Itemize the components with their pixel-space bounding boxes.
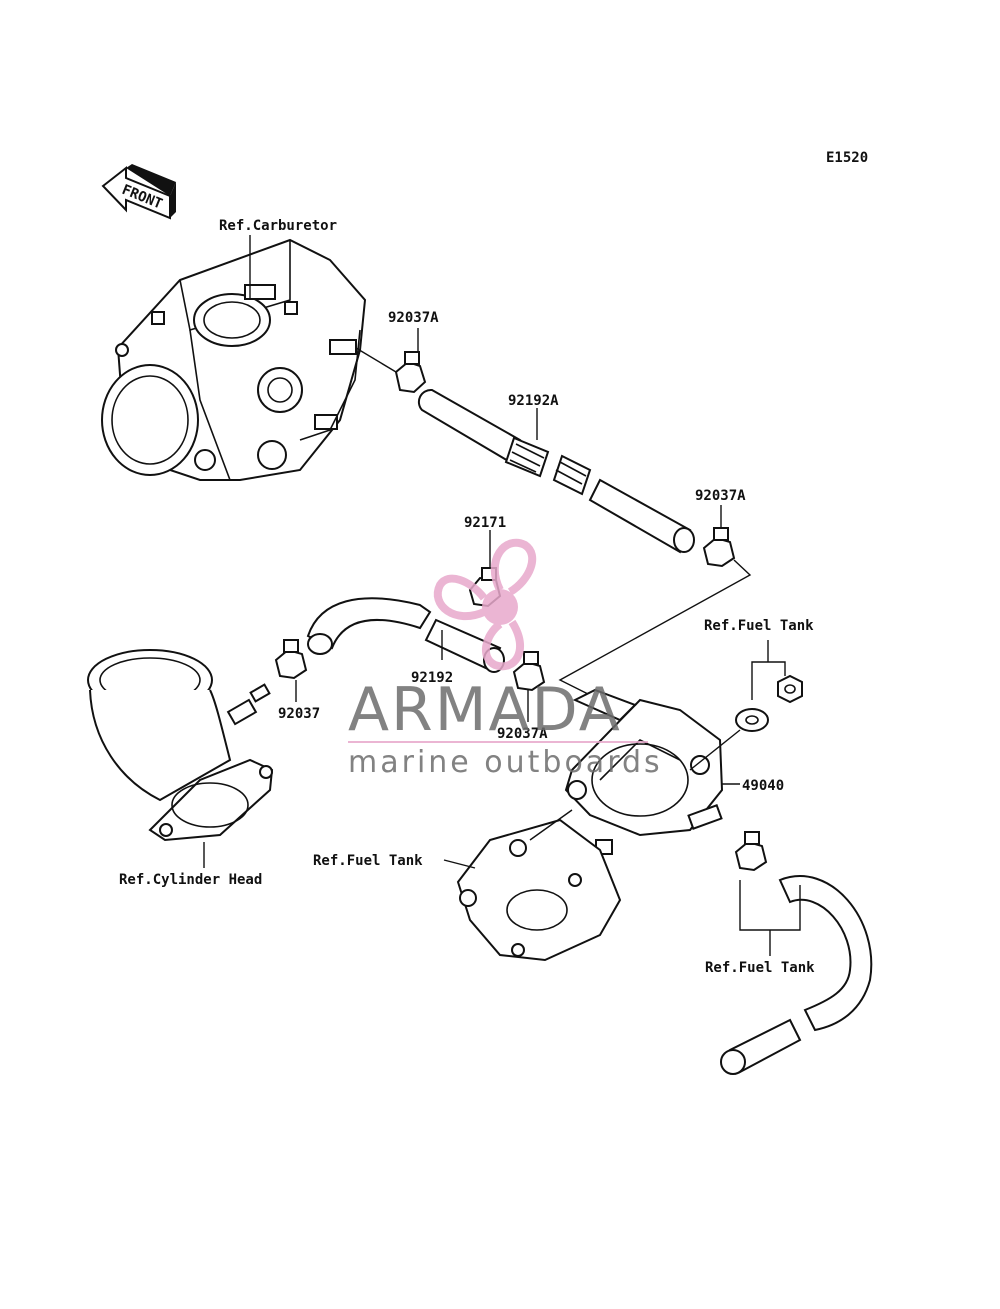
watermark-subtitle: marine outboards [348,745,663,780]
fuel-valve-49040 [564,688,724,855]
label-92037A-top: 92037A [388,310,439,326]
label-ref-carburetor: Ref.Carburetor [219,218,337,234]
front-arrow-icon: FRONT [101,164,176,220]
mounting-bracket [456,818,622,962]
label-49040: 49040 [742,778,784,794]
label-92192: 92192 [411,670,453,686]
label-92037: 92037 [278,706,320,722]
carburetor [101,235,367,481]
label-ref-fuel-tank-bottom: Ref.Fuel Tank [705,960,815,976]
hose-92192 [306,597,505,673]
clamp-92037A-top [394,351,427,394]
watermark: ARMADA marine outboards [348,538,663,780]
label-ref-fuel-tank-top: Ref.Fuel Tank [704,618,814,634]
label-92192A: 92192A [508,393,559,409]
washer-nut [735,674,803,732]
label-92037A-right: 92037A [695,488,746,504]
watermark-title: ARMADA [348,675,622,745]
label-92171: 92171 [464,515,506,531]
label-92037A-mid: 92037A [497,726,548,742]
clamp-92037A-right [702,527,736,568]
clamp-bottom [734,831,768,872]
clamp-92037A-mid [512,651,546,692]
intake-manifold [87,649,274,842]
propeller-logo-icon [433,538,537,671]
label-ref-cylinder-head: Ref.Cylinder Head [119,872,262,888]
diagram-code: E1520 [826,150,868,166]
label-ref-fuel-tank-left: Ref.Fuel Tank [313,853,423,869]
clamp-92037 [274,639,308,680]
hose-92192A [417,388,695,554]
fuel-hose-bottom [720,875,873,1075]
